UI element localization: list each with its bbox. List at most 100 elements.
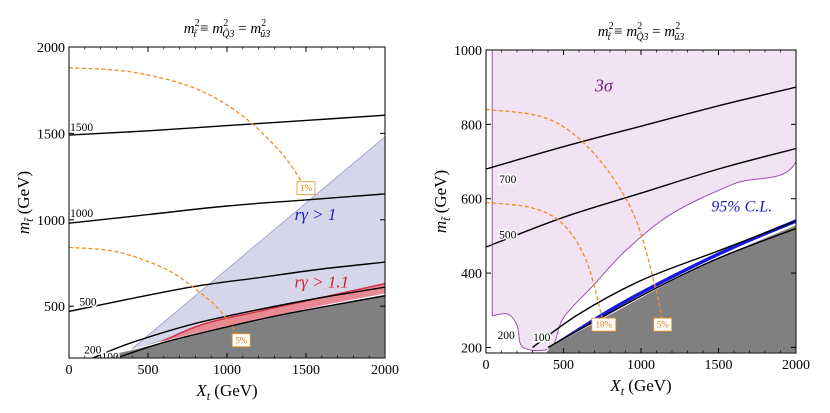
title-sup: 2 — [195, 18, 200, 29]
orange-contour-1 — [486, 108, 664, 326]
cl95-band — [550, 219, 796, 349]
contour-line-1000 — [69, 193, 385, 224]
region-label: rγ > 1 — [295, 205, 337, 224]
region-label: 3σ — [594, 75, 614, 95]
x-tick-label: 0 — [66, 363, 73, 378]
y-tick-label: 200 — [461, 341, 482, 356]
x-tick-label: 1000 — [627, 358, 655, 373]
x-axis-label: Xt (GeV) — [609, 376, 671, 398]
x-axis-symbol: X — [609, 376, 621, 395]
title-part: t̃ — [608, 31, 612, 43]
pct-label-group: 10% — [591, 317, 617, 332]
y-tick-label: 1000 — [454, 44, 482, 59]
y-tick-label: 600 — [461, 193, 482, 208]
pct-label: 1% — [300, 183, 313, 193]
contour-label: 700 — [499, 174, 517, 186]
title-sup: 2 — [609, 21, 614, 32]
title-part: Q̃3 — [222, 27, 234, 40]
x-tick-label: 0 — [483, 358, 490, 373]
x-axis-symbol: X — [195, 381, 207, 400]
contour-label: 200 — [84, 345, 102, 357]
pct-label: 5% — [235, 335, 248, 345]
y-axis-subscript: t̃ — [439, 216, 453, 221]
title-sup: 2 — [637, 21, 642, 32]
title-part: Q̃3 — [636, 30, 648, 43]
title-part: ũ3 — [260, 29, 270, 40]
rgamma-gt-1-1-band — [92, 283, 385, 358]
x-tick-label: 1000 — [213, 363, 241, 378]
three-sigma-region — [491, 50, 796, 352]
pct-label-group: 5% — [231, 333, 251, 348]
pct-label-group: 1% — [296, 181, 316, 196]
contour-line-500 — [486, 147, 796, 248]
contour-line-700 — [486, 86, 796, 170]
title-part: = — [234, 21, 250, 37]
x-tick-label: 2000 — [371, 363, 399, 378]
contour-line-1500 — [69, 114, 385, 136]
x-axis-unit: (GeV) — [210, 381, 258, 400]
y-axis-symbol: m — [14, 222, 33, 234]
title-part: m — [212, 21, 223, 37]
x-tick-label: 1500 — [292, 363, 320, 378]
region-label: 95% C.L. — [711, 199, 772, 216]
contour-label: 200 — [498, 330, 516, 342]
y-tick-label: 2000 — [37, 41, 65, 56]
pct-label-group: 5% — [653, 317, 673, 332]
y-axis-subscript: t̃ — [22, 217, 36, 222]
contour-label: 100 — [101, 352, 119, 364]
contour-line-200 — [92, 286, 385, 358]
title-sup: 2 — [223, 18, 228, 29]
title-part: ≡ — [610, 24, 626, 40]
contour-label: 1000 — [70, 208, 93, 220]
title-part: t̃ — [194, 28, 198, 40]
contour-label: 100 — [533, 332, 551, 344]
title-part: ũ3 — [674, 32, 684, 43]
title-part: = — [648, 24, 664, 40]
pct-label-box — [653, 317, 673, 332]
x-tick-label: 500 — [553, 358, 574, 373]
pct-label: 5% — [657, 320, 670, 330]
plot-area: 700 500 200 100 10% 5% 3σ 95% C.L. — [486, 50, 796, 353]
y-tick-label: 400 — [461, 267, 482, 282]
contour-label: 500 — [79, 296, 97, 308]
x-axis-subscript: t — [207, 389, 211, 403]
rgamma-gt-1-1-edge — [128, 282, 385, 358]
title-part: m — [664, 24, 675, 40]
contour-label: 1500 — [70, 122, 93, 134]
x-tick-label: 500 — [138, 363, 159, 378]
title-sup: 2 — [261, 18, 266, 29]
region-label: rγ > 1.1 — [295, 273, 350, 292]
title-part: m — [626, 24, 637, 40]
y-tick-label: 800 — [461, 118, 482, 133]
contour-label: 500 — [499, 230, 517, 242]
pct-label-box — [591, 317, 617, 332]
title-sup: 2 — [675, 21, 680, 32]
orange-contour-1 — [69, 246, 242, 342]
contour-line-500 — [69, 261, 385, 313]
contour-line-200 — [532, 220, 796, 348]
pct-label-box — [296, 181, 316, 196]
y-tick-label: 1000 — [37, 214, 65, 229]
pct-label-box — [231, 333, 251, 348]
contour-line-100 — [116, 295, 385, 358]
y-axis-symbol: m — [431, 221, 450, 233]
x-axis-subscript: t — [621, 384, 625, 398]
y-axis-unit: (GeV) — [431, 170, 450, 218]
y-tick-label: 1500 — [37, 127, 65, 142]
title-part: m — [184, 21, 195, 37]
contour-line-100 — [547, 227, 796, 349]
x-axis-unit: (GeV) — [624, 376, 672, 395]
y-axis-label: mt̃ (GeV) — [431, 170, 453, 233]
x-tick-label: 1500 — [705, 358, 733, 373]
x-tick-label: 2000 — [782, 358, 810, 373]
orange-contour-0 — [69, 67, 307, 190]
x-axis-label: Xt (GeV) — [195, 381, 257, 403]
title-part: m — [598, 24, 609, 40]
pct-label: 10% — [596, 320, 613, 330]
title-part: ≡ — [196, 21, 212, 37]
